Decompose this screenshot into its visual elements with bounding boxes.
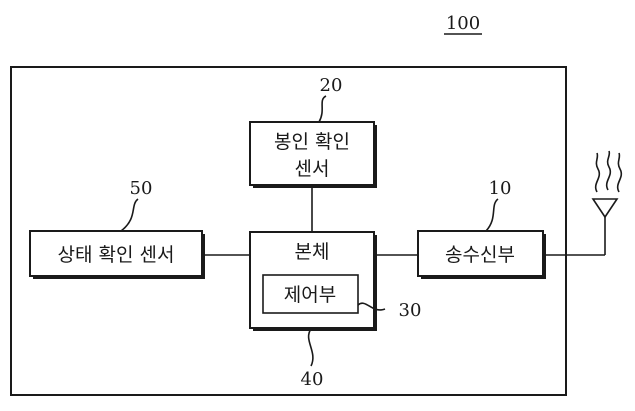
main-body-label: 본체 [295, 241, 330, 263]
outer-boundary [10, 66, 567, 396]
main-body-ref: 40 [301, 369, 324, 390]
seal-check-sensor-block: 봉인 확인 센서 [249, 121, 377, 188]
seal-check-sensor-label-line1: 봉인 확인 [274, 131, 350, 153]
status-check-sensor-label: 상태 확인 센서 [58, 244, 175, 266]
antenna-icon [591, 150, 623, 255]
transceiver-label: 송수신부 [445, 244, 515, 266]
transceiver-leader [485, 198, 499, 232]
seal-check-sensor-leader [318, 95, 327, 123]
seal-check-sensor-label-line2: 센서 [295, 158, 330, 180]
status-check-sensor-ref: 50 [130, 178, 153, 199]
controller-block: 제어부 [262, 274, 359, 314]
transceiver-ref: 10 [489, 178, 512, 199]
status-check-sensor-block: 상태 확인 센서 [29, 230, 205, 279]
controller-leader [357, 302, 386, 311]
controller-label: 제어부 [284, 284, 336, 306]
transceiver-block: 송수신부 [417, 230, 546, 279]
seal-check-sensor-ref: 20 [320, 75, 343, 96]
controller-ref: 30 [399, 300, 422, 321]
status-check-sensor-leader [120, 198, 139, 232]
main-body-leader [307, 328, 314, 367]
figure-ref: 100 [446, 13, 480, 34]
